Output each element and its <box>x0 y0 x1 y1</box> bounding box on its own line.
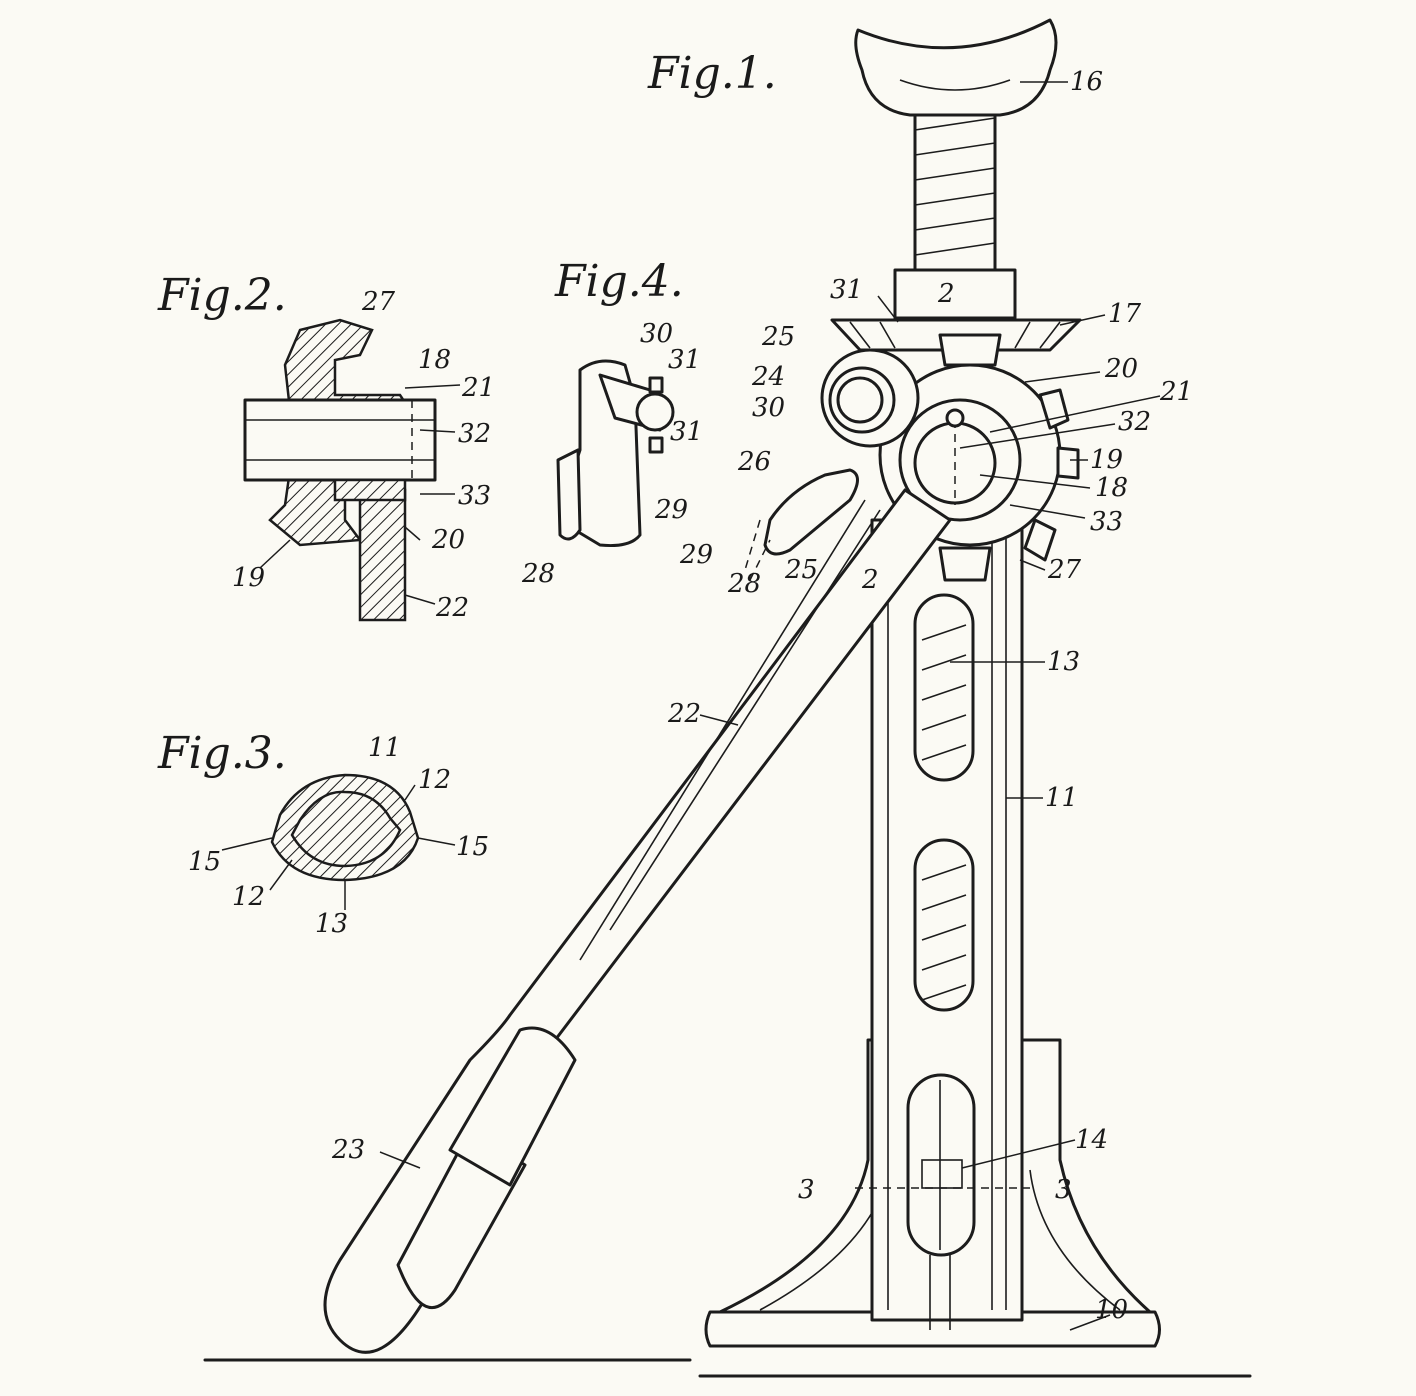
slot-lower <box>906 1073 976 1257</box>
ref-numeral: 32 <box>1118 407 1151 437</box>
ref-numeral: 20 <box>1104 354 1138 384</box>
ref-numeral: 19 <box>1090 445 1123 475</box>
ref-numeral: 32 <box>458 419 491 449</box>
ref-numeral: 2 <box>937 279 955 309</box>
fig4-reference-numerals: 30 31 31 29 28 <box>521 319 703 589</box>
fig2-reference-numerals: 27 18 21 32 33 20 19 22 <box>232 287 495 623</box>
fig3-reference-numerals: 11 12 15 15 12 13 <box>188 733 489 939</box>
ref-numeral: 17 <box>1108 299 1142 329</box>
ref-numeral: 26 <box>737 447 771 477</box>
ref-numeral: 16 <box>1070 67 1103 97</box>
ref-numeral: 22 <box>667 699 701 729</box>
ref-numeral: 31 <box>830 275 863 305</box>
ref-numeral: 25 <box>761 322 795 352</box>
ref-numeral: 31 <box>670 417 703 447</box>
pawl-handle <box>763 468 859 556</box>
ref-numeral: 23 <box>331 1135 365 1165</box>
ref-numeral: 3 <box>798 1175 815 1205</box>
fig2-shaft <box>243 398 437 482</box>
ref-numeral: 2 <box>861 565 879 595</box>
fig3-title: Fig.3. <box>157 728 287 779</box>
handle-grip-opening-upper <box>448 1026 577 1187</box>
ref-numeral: 11 <box>368 733 401 763</box>
ref-numeral: 15 <box>456 832 489 862</box>
fig1-jack-drawing <box>203 18 1252 1378</box>
ref-numeral: 15 <box>188 847 221 877</box>
fig2-title: Fig.2. <box>157 270 287 321</box>
ref-numeral: 31 <box>668 345 701 375</box>
ref-numeral: 13 <box>315 909 348 939</box>
fig4-pawl-drawing <box>556 359 675 547</box>
base-plate <box>704 1310 1161 1348</box>
fig2-lever-section <box>358 488 407 622</box>
ref-numeral: 12 <box>418 765 451 795</box>
ref-numeral: 30 <box>640 319 673 349</box>
ref-numeral: 13 <box>1047 647 1080 677</box>
ref-numeral: 19 <box>232 563 265 593</box>
slot-upper <box>913 593 975 782</box>
ref-numeral: 21 <box>461 373 495 403</box>
ref-numeral: 18 <box>1095 473 1128 503</box>
ref-numeral: 28 <box>727 569 761 599</box>
ref-numeral: 33 <box>1090 507 1123 537</box>
ref-numeral: 29 <box>654 495 688 525</box>
ref-numeral: 25 <box>784 555 818 585</box>
collar <box>893 268 1017 320</box>
ref-numeral: 12 <box>232 882 265 912</box>
ref-numeral: 27 <box>1047 555 1082 585</box>
fig3-cross-section <box>270 773 420 882</box>
ref-numeral: 3 <box>1055 1175 1072 1205</box>
cap-head <box>854 18 1058 117</box>
ref-numeral: 24 <box>751 362 785 392</box>
leader-lines <box>221 81 1161 1331</box>
fig1-title: Fig.1. <box>647 48 777 99</box>
ref-numeral: 11 <box>1045 783 1078 813</box>
ref-numeral: 22 <box>435 593 469 623</box>
ref-numeral: 27 <box>361 287 396 317</box>
fig2-section-drawing <box>243 318 437 622</box>
fig4-title: Fig.4. <box>554 256 684 307</box>
ref-numeral: 14 <box>1075 1125 1108 1155</box>
ref-numeral: 10 <box>1095 1295 1128 1325</box>
ref-numeral: 33 <box>458 481 491 511</box>
ref-numeral: 29 <box>679 540 713 570</box>
ref-numeral: 21 <box>1159 377 1193 407</box>
ref-numeral: 18 <box>418 345 451 375</box>
ref-numeral: 20 <box>431 525 465 555</box>
fig1-reference-numerals: 16 31 2 17 25 24 30 20 21 32 26 19 18 29… <box>331 67 1193 1325</box>
ref-numeral: 30 <box>752 393 785 423</box>
ref-numeral: 28 <box>521 559 555 589</box>
fig3-inner-screw <box>290 790 402 868</box>
